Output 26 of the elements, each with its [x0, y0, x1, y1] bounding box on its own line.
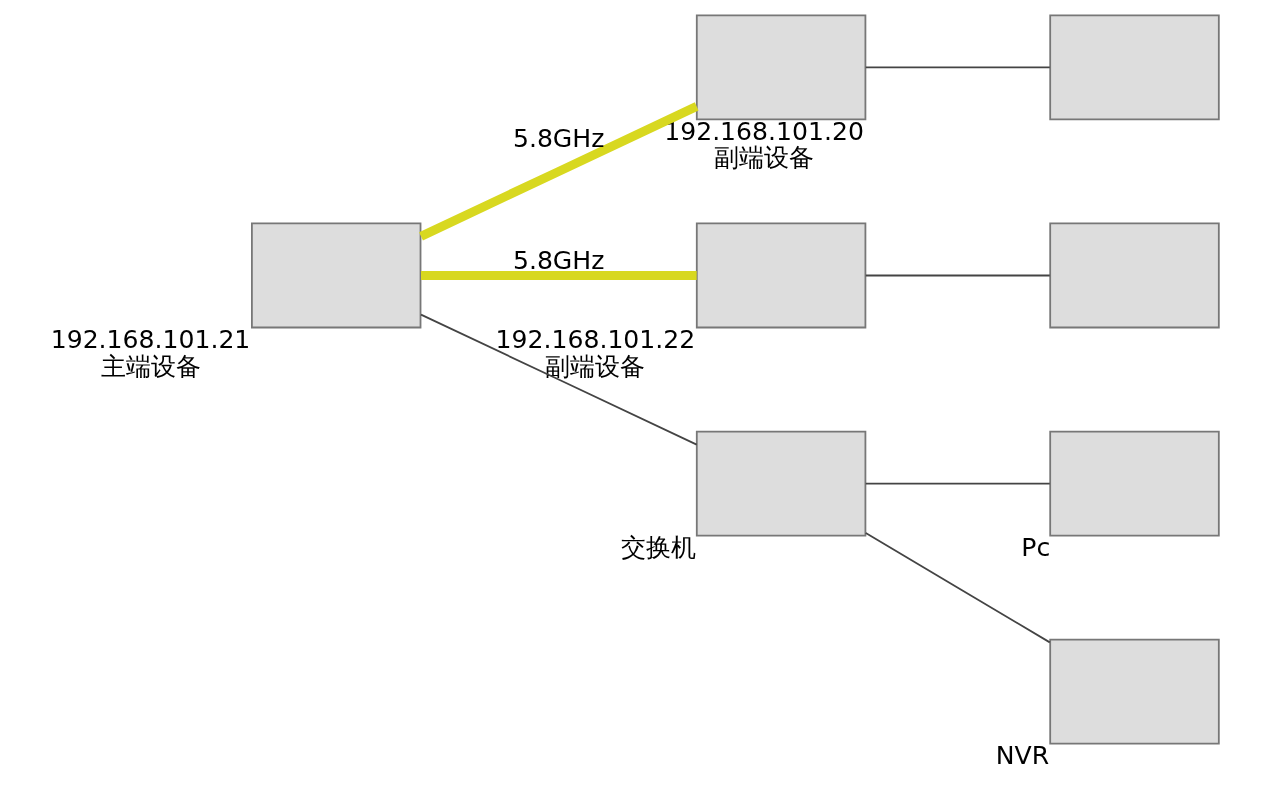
- node-label: 主端设备: [100, 351, 201, 381]
- node-label: Pc: [1021, 532, 1051, 562]
- edge-label: 5.8GHz: [512, 123, 605, 153]
- node-label: 192.168.101.22: [495, 324, 696, 354]
- node-box: [1049, 638, 1220, 745]
- node-box: [695, 14, 867, 121]
- connector: [420, 313, 698, 446]
- node-box: [695, 430, 867, 537]
- node-label: 192.168.101.21: [50, 324, 251, 354]
- connector: [419, 102, 699, 241]
- node-label: 副端设备: [545, 351, 646, 381]
- node-label: 副端设备: [714, 143, 815, 173]
- node-label: 交换机: [620, 532, 696, 562]
- node-box: [251, 222, 422, 329]
- node-box: [1049, 14, 1220, 121]
- connector: [864, 274, 1051, 277]
- node-box: [1049, 430, 1220, 537]
- node-label: NVR: [995, 740, 1050, 770]
- node-box: [695, 222, 867, 329]
- edge-label: 5.8GHz: [512, 245, 605, 275]
- connector: [864, 482, 1051, 485]
- connector: [864, 532, 1051, 644]
- connector: [864, 66, 1051, 69]
- node-label: 192.168.101.20: [664, 116, 864, 146]
- connector: [421, 271, 697, 280]
- node-box: [1049, 222, 1220, 329]
